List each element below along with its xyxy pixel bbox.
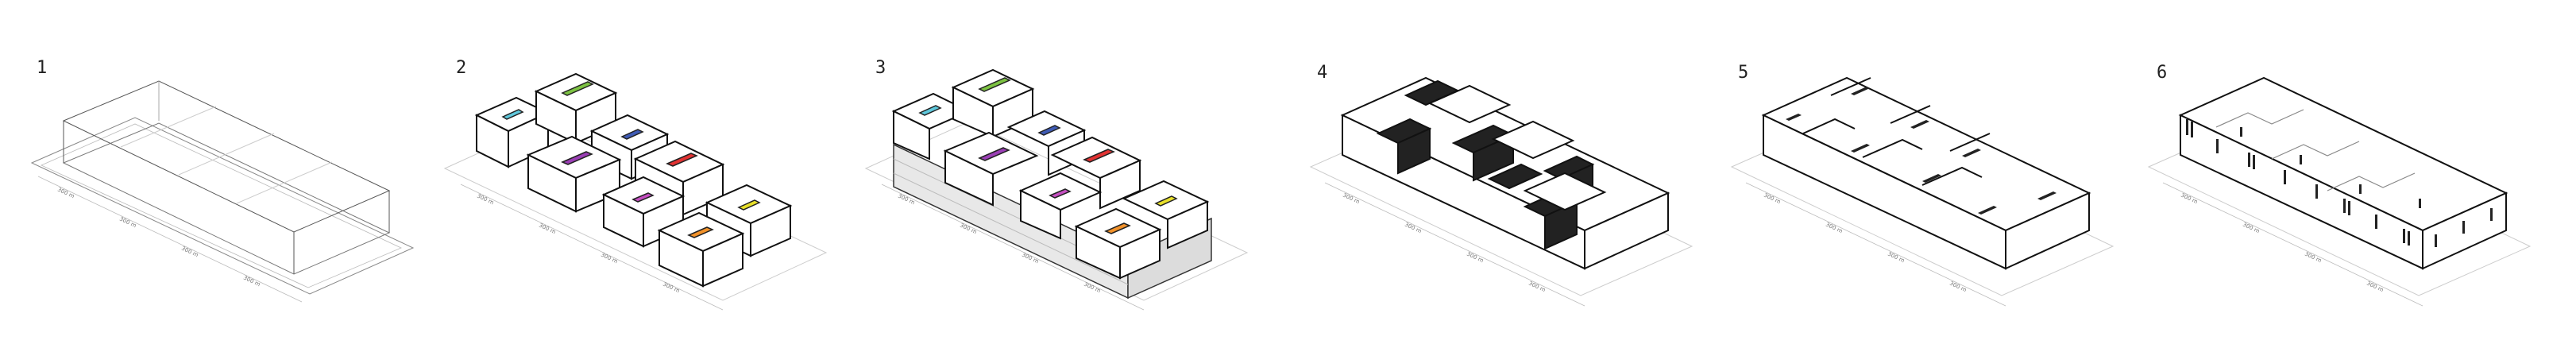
dim-label: 300 m <box>2304 251 2323 265</box>
dim-label: 300 m <box>1404 222 1423 235</box>
diagram-2-program-blocks <box>443 72 828 301</box>
dim-label: 300 m <box>1466 251 1485 265</box>
dim-label: 300 m <box>2242 222 2261 235</box>
step-number-3: 3 <box>875 58 886 78</box>
step-number-1: 1 <box>37 58 47 78</box>
diagram-3-program-tags <box>918 77 1178 234</box>
dim-label: 300 m <box>1763 192 1782 206</box>
dim-label: 300 m <box>118 216 137 230</box>
diagram-6-openings <box>2186 119 2493 247</box>
dim-label: 300 m <box>1887 251 1906 265</box>
step-number-6: 6 <box>2157 63 2167 83</box>
diagram-2-program-tags <box>501 81 761 238</box>
diagram-1-site-volume <box>30 80 415 295</box>
step-number-2: 2 <box>456 58 466 78</box>
diagram-1-dimensions: 300 m 300 m 300 m 300 m <box>37 176 303 303</box>
dim-label: 300 m <box>242 275 261 288</box>
dim-label: 300 m <box>1825 222 1844 235</box>
dim-label: 300 m <box>56 187 75 200</box>
step-number-4: 4 <box>1317 63 1327 83</box>
diagram-3-program-blocks <box>891 68 1210 280</box>
dim-label: 300 m <box>180 246 199 259</box>
dim-label: 300 m <box>538 222 557 236</box>
dim-label: 300 m <box>2366 280 2385 294</box>
dim-label: 300 m <box>2180 192 2199 206</box>
diagram-6-facade-openings <box>2147 76 2532 296</box>
diagram-5-slots <box>1786 87 2057 215</box>
dim-label: 300 m <box>662 281 681 295</box>
dim-label: 300 m <box>1342 192 1361 206</box>
diagram-5-refined-mass <box>1730 76 2114 296</box>
diagram-4-carved-mass <box>1309 76 1694 296</box>
dim-label: 300 m <box>1527 280 1547 294</box>
dim-label: 300 m <box>1948 280 1968 294</box>
step-number-5: 5 <box>1738 63 1748 83</box>
dim-label: 300 m <box>476 193 495 207</box>
dim-label: 300 m <box>600 252 619 265</box>
